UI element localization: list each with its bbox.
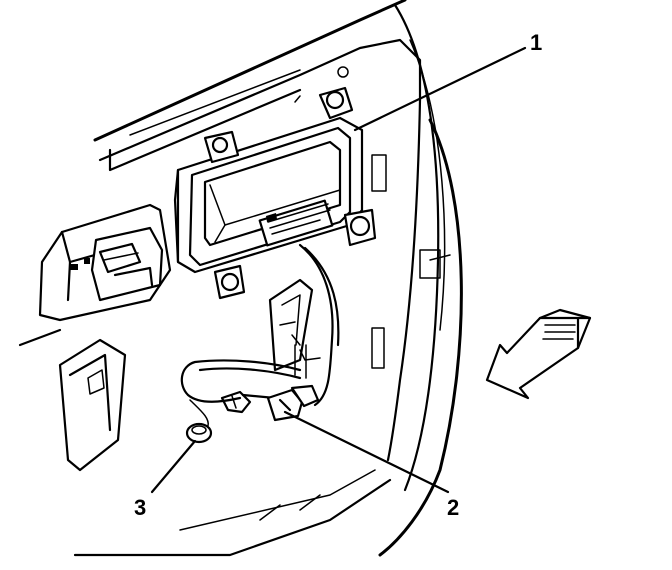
callout-2: 2 bbox=[447, 495, 459, 520]
lower-bracket bbox=[58, 338, 127, 472]
callout-1: 1 bbox=[530, 30, 542, 55]
door-panel bbox=[18, 0, 463, 557]
callout-3: 3 bbox=[134, 495, 146, 520]
grommet bbox=[185, 422, 213, 444]
inside-handle bbox=[38, 203, 172, 322]
wire-connector bbox=[220, 384, 320, 422]
front-arrow-icon bbox=[485, 308, 592, 400]
leader-line-3 bbox=[150, 439, 197, 494]
leader-line-2 bbox=[283, 410, 450, 494]
mid-bracket bbox=[268, 278, 321, 372]
wiring-harness bbox=[180, 243, 340, 427]
leader-line-1 bbox=[353, 46, 527, 132]
speaker-module bbox=[173, 86, 377, 300]
